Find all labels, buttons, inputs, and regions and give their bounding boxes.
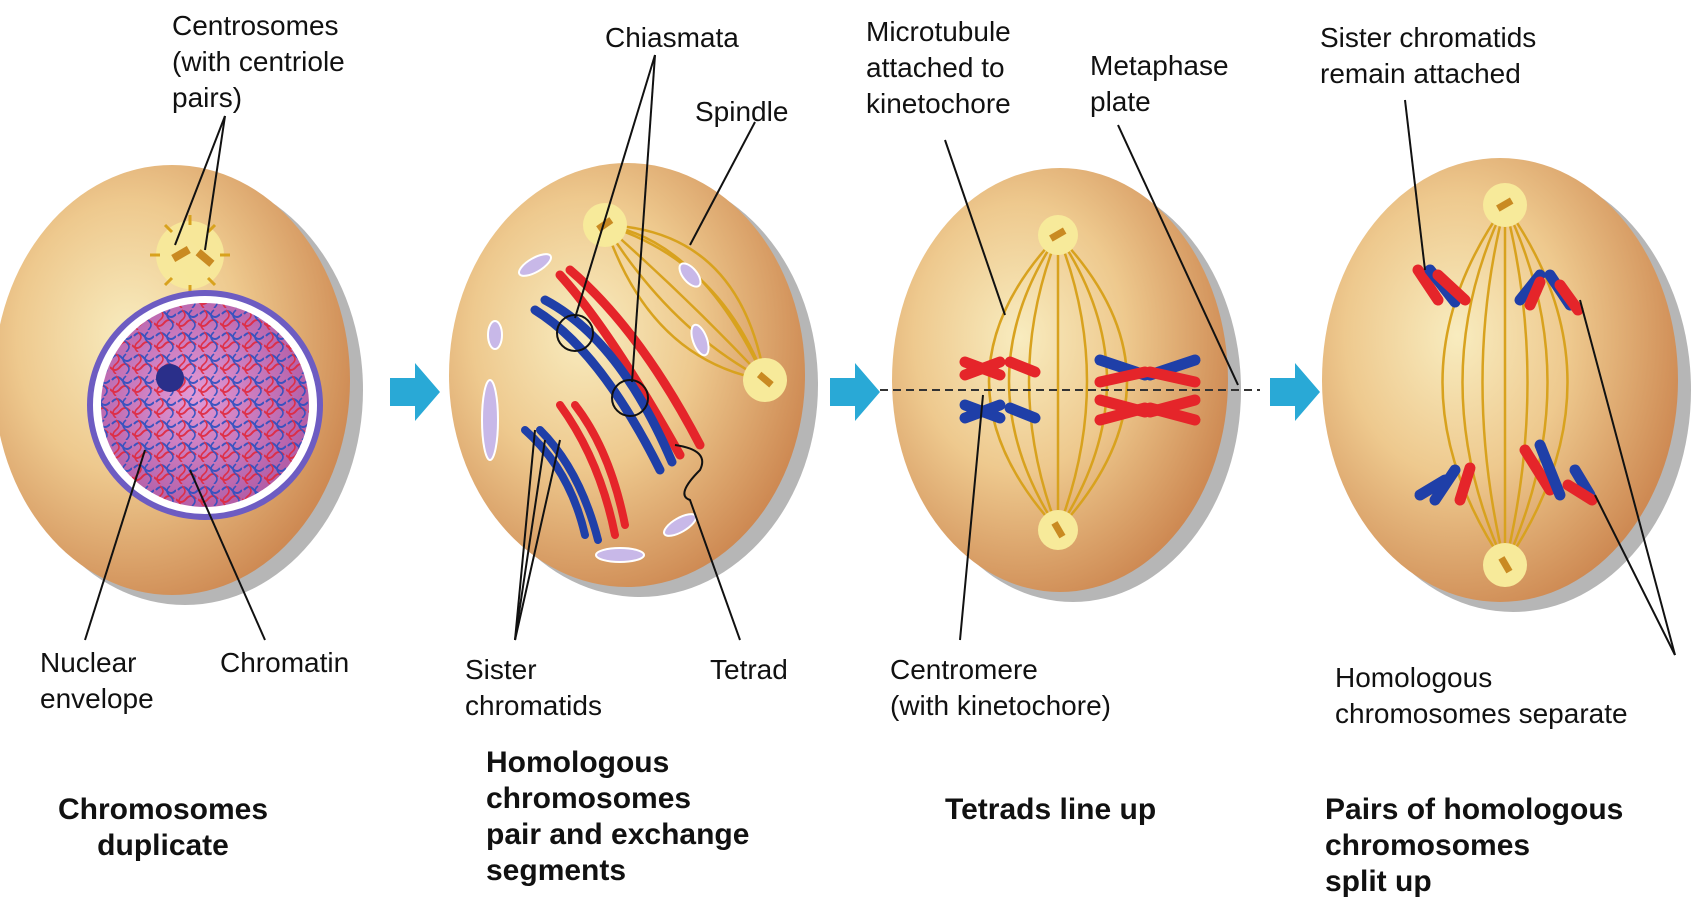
caption-stage-1: Chromosomes duplicate [58, 792, 268, 864]
label-centrosomes: Centrosomes (with centriole pairs) [172, 8, 345, 116]
label-sister-chromatids: Sister chromatids [465, 652, 602, 724]
arrow-1 [390, 363, 440, 421]
label-chromatin: Chromatin [220, 645, 349, 681]
label-nuclear-envelope: Nuclear envelope [40, 645, 154, 717]
label-metaphase-plate: Metaphase plate [1090, 48, 1229, 120]
caption-stage-3: Tetrads line up [945, 792, 1156, 828]
label-centromere: Centromere (with kinetochore) [890, 652, 1111, 724]
label-sister-chromatids-attached: Sister chromatids remain attached [1320, 20, 1536, 92]
label-microtubule: Microtubule attached to kinetochore [866, 14, 1011, 122]
cell-2-prophase [449, 163, 818, 597]
cell-4-anaphase [1322, 158, 1691, 612]
arrow-3 [1270, 363, 1320, 421]
cell-3-metaphase [880, 168, 1260, 602]
cell-1-prophase [0, 165, 363, 605]
label-tetrad: Tetrad [710, 652, 788, 688]
arrow-2 [830, 363, 880, 421]
nucleolus [156, 364, 184, 392]
caption-stage-2: Homologous chromosomes pair and exchange… [486, 745, 749, 889]
caption-stage-4: Pairs of homologous chromosomes split up [1325, 792, 1623, 900]
label-homologous-separate: Homologous chromosomes separate [1335, 660, 1628, 732]
label-spindle: Spindle [695, 94, 788, 130]
chromatin-mass [101, 303, 309, 507]
label-chiasmata: Chiasmata [605, 20, 739, 56]
